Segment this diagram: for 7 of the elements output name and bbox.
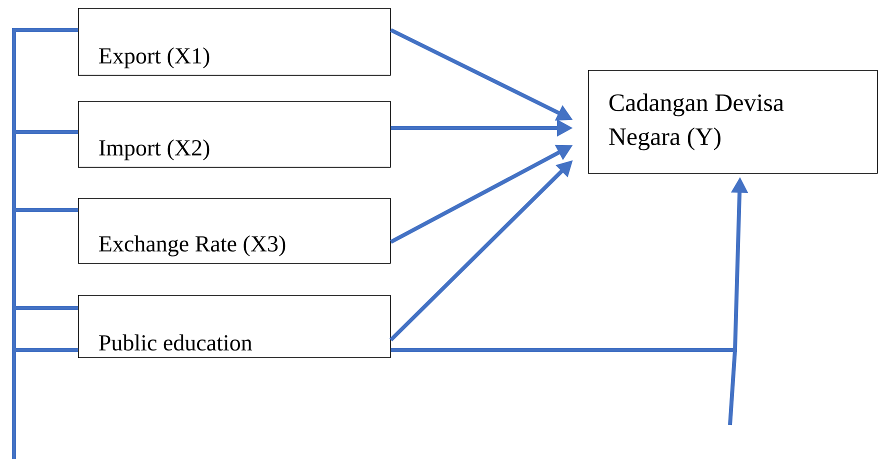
text-box: Cadangan Devisa Negara (Y): [588, 70, 878, 174]
text-box: Export (X1): [78, 8, 391, 76]
text-box: Exchange Rate (X3): [78, 198, 391, 264]
text-box: Import (X2): [78, 101, 391, 168]
connector-line: [12, 28, 16, 459]
connector-line: [728, 350, 737, 426]
text-box: Public education: [78, 295, 391, 358]
